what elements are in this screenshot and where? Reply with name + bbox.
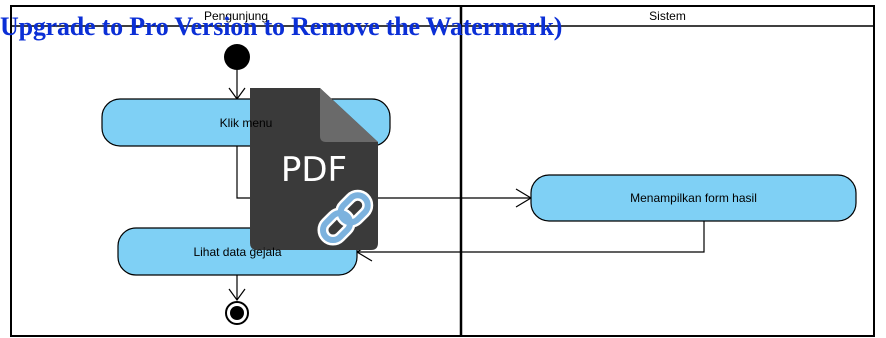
lane-title-pengunjung: Pengunjung [203,9,269,23]
lane-title-sistem: Sistem [649,9,686,23]
swimlane-frame [10,5,875,337]
final-node-inner [230,306,244,320]
flow-klik-to-tampil [236,146,531,199]
action-menampilkan-form [530,174,857,222]
pdf-icon-label: PDF [280,150,348,190]
watermark-text: Upgrade to Pro Version to Remove the Wat… [0,12,563,41]
flow-end-arrowhead [228,288,246,302]
initial-node [224,44,250,70]
action-label-tampil: Menampilkan form hasil [630,191,757,205]
pdf-link-icon [250,88,378,250]
action-label-klik: Klik menu [219,115,273,130]
action-label-lihat: Lihat data gejala [193,244,282,259]
flow-tampil-to-lihat [357,220,705,253]
